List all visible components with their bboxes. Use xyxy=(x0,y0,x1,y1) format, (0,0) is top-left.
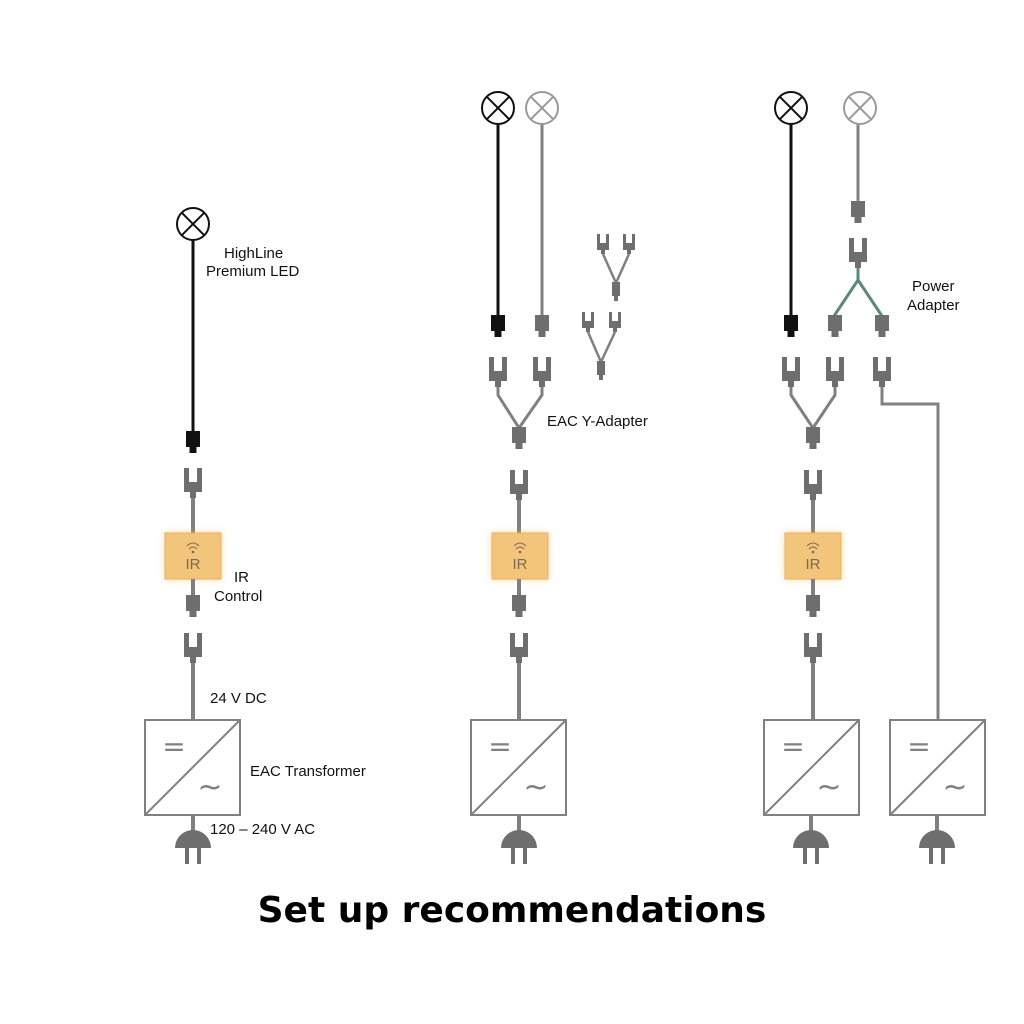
led-male-connector xyxy=(491,315,505,337)
mains-plug-icon xyxy=(793,830,829,864)
male-connector xyxy=(186,595,200,617)
dc-symbol: = xyxy=(162,730,185,763)
female-connector xyxy=(184,468,202,498)
female-connector xyxy=(184,633,202,663)
led-lamp-icon xyxy=(774,91,808,125)
ir-module-text: IR xyxy=(186,556,201,573)
female-connector xyxy=(782,357,800,387)
dc-symbol: = xyxy=(488,730,511,763)
dc-symbol: = xyxy=(907,730,930,763)
female-connector xyxy=(849,238,867,268)
female-connector xyxy=(873,357,891,387)
ir-module: IR xyxy=(164,532,222,580)
female-connector xyxy=(489,357,507,387)
male-connector xyxy=(535,315,549,337)
label-voltage-ac: 120 – 240 V AC xyxy=(210,821,315,838)
male-connector xyxy=(512,427,526,449)
male-connector xyxy=(851,201,865,223)
ir-module-text: IR xyxy=(806,556,821,573)
label-ir-1: IR xyxy=(234,569,249,586)
mains-plug-icon xyxy=(919,830,955,864)
label-y-adapter: EAC Y-Adapter xyxy=(547,413,648,430)
ac-symbol: ~ xyxy=(942,770,967,805)
label-ir-2: Control xyxy=(214,588,262,605)
label-led-1: HighLine xyxy=(224,245,283,262)
female-connector xyxy=(804,633,822,663)
mains-plug-icon xyxy=(501,830,537,864)
female-connector xyxy=(826,357,844,387)
label-transformer: EAC Transformer xyxy=(250,763,366,780)
label-led-2: Premium LED xyxy=(206,263,300,280)
led-lamp-icon xyxy=(481,91,515,125)
female-connector xyxy=(804,470,822,500)
ir-module-text: IR xyxy=(513,556,528,573)
y-adapter-icon xyxy=(597,234,635,301)
mains-plug-icon xyxy=(175,830,211,864)
ac-symbol: ~ xyxy=(523,770,548,805)
label-voltage-dc: 24 V DC xyxy=(210,690,267,707)
male-connector xyxy=(875,315,889,337)
power-supply: = ~ xyxy=(144,719,241,816)
setup-y-adapter: IR = ~ EAC Y-Adapter xyxy=(470,91,648,864)
male-connector xyxy=(828,315,842,337)
label-power-adapter-2: Adapter xyxy=(907,297,960,314)
setup-single: IR = ~ HighLine Premium LED IR Control 2… xyxy=(144,207,366,864)
label-power-adapter-1: Power xyxy=(912,278,955,295)
led-lamp-icon xyxy=(843,91,877,125)
ir-module: IR xyxy=(784,532,842,580)
power-supply: = ~ xyxy=(470,719,567,816)
led-lamp-icon xyxy=(525,91,559,125)
ac-symbol: ~ xyxy=(197,770,222,805)
ac-symbol: ~ xyxy=(816,770,841,805)
power-supply: = ~ xyxy=(763,719,860,816)
male-connector xyxy=(806,427,820,449)
female-connector xyxy=(510,633,528,663)
led-male-connector xyxy=(784,315,798,337)
y-adapter-icon xyxy=(582,312,621,380)
page-title: Set up recommendations xyxy=(257,890,767,931)
setup-power-adapter: IR = ~ = ~ Power Adapter xyxy=(763,91,986,864)
power-supply: = ~ xyxy=(889,719,986,816)
dc-symbol: = xyxy=(781,730,804,763)
led-lamp-icon xyxy=(176,207,210,241)
male-connector xyxy=(512,595,526,617)
led-male-connector xyxy=(186,431,200,453)
female-connector xyxy=(533,357,551,387)
male-connector xyxy=(806,595,820,617)
female-connector xyxy=(510,470,528,500)
ir-module: IR xyxy=(491,532,549,580)
